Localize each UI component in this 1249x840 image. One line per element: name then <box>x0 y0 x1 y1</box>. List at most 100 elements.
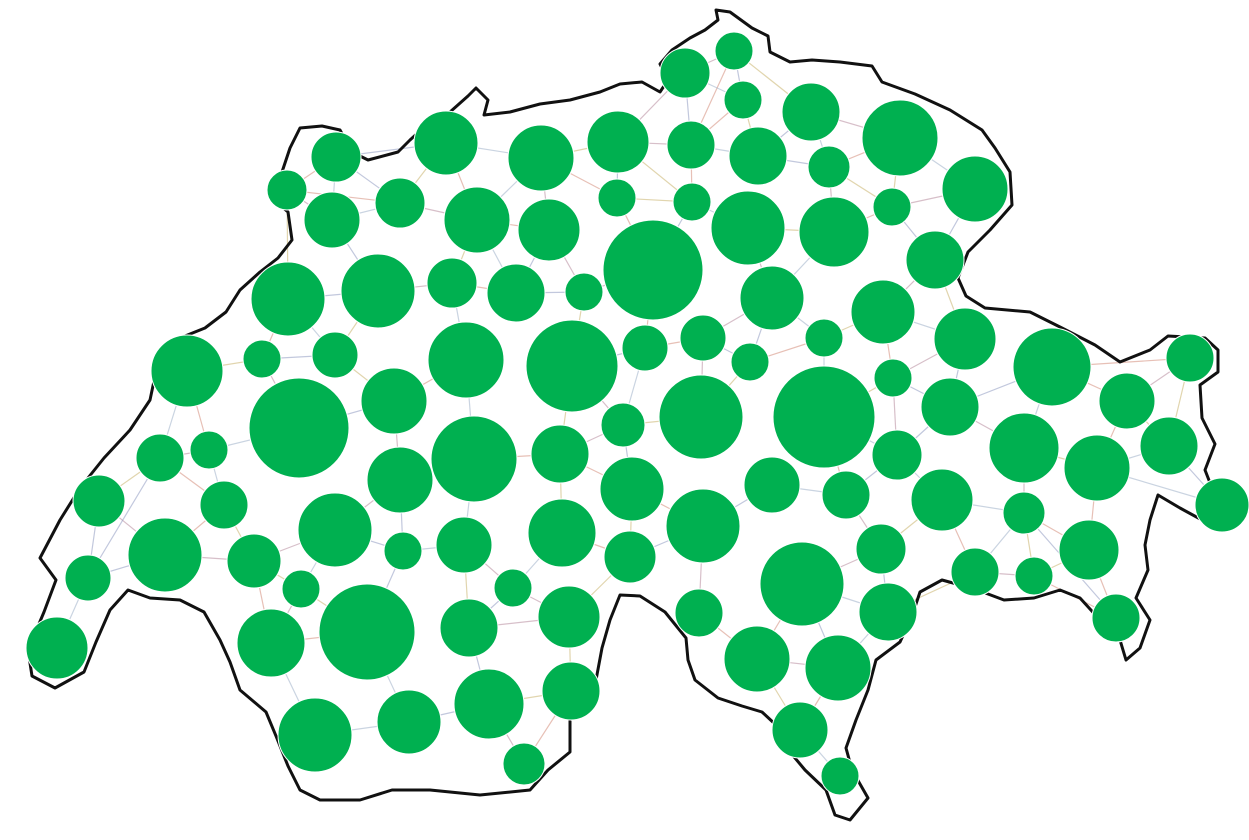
region-circle <box>821 470 871 520</box>
region-circle <box>318 583 416 681</box>
region-circle <box>226 533 282 589</box>
region-circle <box>150 334 224 408</box>
region-circle <box>1063 434 1131 502</box>
region-circle <box>430 415 518 503</box>
region-circle <box>807 145 851 189</box>
region-circle <box>453 668 525 740</box>
region-circle <box>710 190 786 266</box>
region-circle <box>527 498 597 568</box>
region-circle <box>383 531 423 571</box>
region-circle <box>820 756 860 796</box>
region-circle <box>672 182 712 222</box>
region-circle <box>64 554 112 602</box>
region-circle <box>658 374 744 460</box>
region-circle <box>728 126 788 186</box>
region-circle <box>781 82 841 142</box>
region-circle <box>772 365 876 469</box>
region-circle <box>714 31 754 71</box>
region-circle <box>1002 491 1046 535</box>
nodes-layer <box>25 31 1249 796</box>
region-circle <box>723 625 791 693</box>
region-circle <box>855 523 907 575</box>
region-circle <box>135 433 185 483</box>
region-circle <box>250 261 326 337</box>
region-circle <box>517 198 581 262</box>
region-circle <box>872 187 912 227</box>
region-circle <box>600 402 646 448</box>
region-circle <box>525 319 619 413</box>
country-outline <box>26 8 1220 822</box>
region-circle <box>1098 372 1156 430</box>
region-circle <box>248 377 350 479</box>
region-circle <box>439 598 499 658</box>
region-circle <box>679 314 727 362</box>
region-circle <box>277 697 353 773</box>
region-circle <box>920 377 980 437</box>
region-circle <box>798 196 870 268</box>
region-circle <box>905 230 965 290</box>
region-circle <box>236 608 306 678</box>
region-circle <box>933 307 997 371</box>
region-circle <box>366 446 434 514</box>
region-circle <box>530 424 590 484</box>
region-circle <box>873 358 913 398</box>
region-circle <box>858 582 918 642</box>
region-circle <box>659 47 711 99</box>
region-circle <box>127 517 203 593</box>
region-circle <box>303 191 361 249</box>
region-circle <box>759 541 845 627</box>
region-circle <box>597 178 637 218</box>
region-circle <box>1091 593 1141 643</box>
region-circle <box>723 80 763 120</box>
region-circle <box>674 588 724 638</box>
region-circle <box>941 155 1009 223</box>
region-circle <box>910 468 974 532</box>
region-circle <box>1194 477 1249 533</box>
region-circle <box>486 263 546 323</box>
region-circle <box>311 331 359 379</box>
region-circle <box>1058 519 1120 581</box>
region-circle <box>443 186 511 254</box>
region-circle <box>771 701 829 759</box>
region-circle <box>1014 556 1054 596</box>
region-circle <box>189 430 229 470</box>
region-circle <box>599 456 665 522</box>
region-circle <box>665 488 741 564</box>
region-circle <box>541 661 601 721</box>
region-circle <box>242 339 282 379</box>
region-circle <box>603 530 657 584</box>
region-circle <box>72 474 126 528</box>
region-circle <box>804 634 872 702</box>
region-circle <box>507 124 575 192</box>
region-circle <box>413 110 479 176</box>
region-circle <box>1139 416 1199 476</box>
region-circle <box>426 257 478 309</box>
region-circle <box>804 318 844 358</box>
region-circle <box>374 177 426 229</box>
region-circle <box>730 342 770 382</box>
region-circle <box>427 321 505 399</box>
region-circle <box>493 568 533 608</box>
region-circle <box>666 120 716 170</box>
region-circle <box>25 616 89 680</box>
region-circle <box>297 492 373 568</box>
region-circle <box>537 585 601 649</box>
region-circle <box>360 367 428 435</box>
region-circle <box>266 169 308 211</box>
region-circle <box>602 219 704 321</box>
region-circle <box>1012 327 1092 407</box>
region-circle <box>435 516 493 574</box>
region-circle <box>564 272 604 312</box>
region-circle <box>1165 333 1215 383</box>
region-circle <box>281 569 321 609</box>
region-circle <box>871 429 923 481</box>
region-circle <box>988 412 1060 484</box>
region-circle <box>310 131 362 183</box>
region-circle <box>376 689 442 755</box>
region-circle <box>743 456 801 514</box>
region-circle <box>861 99 939 177</box>
region-circle <box>850 279 916 345</box>
region-circle <box>621 324 669 372</box>
